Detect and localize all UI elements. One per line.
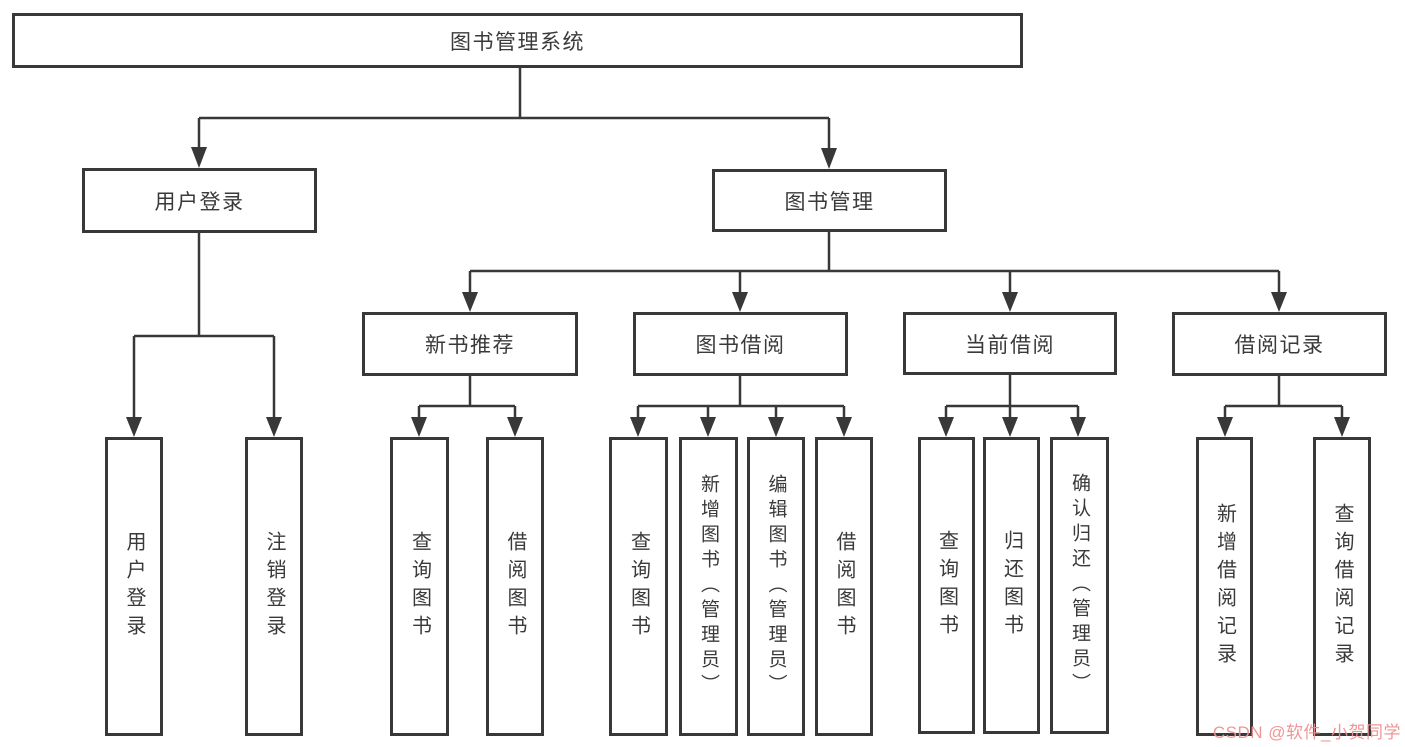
node-book-management-label: 图书管理 — [784, 190, 875, 214]
csdn-watermark: CSDN @软件_小贺同学 — [1212, 723, 1401, 742]
leaf-logout-label: 注销登录 — [263, 530, 285, 643]
leaf-query-books-current: 查询图书 — [918, 437, 975, 734]
node-library-system-label: 图书管理系统 — [450, 30, 585, 54]
leaf-query-books-current-label: 查询图书 — [935, 529, 958, 642]
leaf-add-book-admin: 新增图书（管理员） — [679, 437, 738, 736]
node-current-borrowing-label: 当前借阅 — [965, 333, 1055, 357]
connector-book-borrow-to-leaves — [636, 376, 846, 421]
leaf-user-login-label: 用户登录 — [123, 530, 145, 643]
leaf-add-borrow-record-label: 新增借阅记录 — [1213, 502, 1236, 671]
node-user-login-label: 用户登录 — [154, 190, 245, 214]
connector-root-to-level2 — [197, 68, 831, 152]
connector-book-mgmt-to-level3 — [468, 232, 1281, 296]
leaf-borrow-books-recommend: 借阅图书 — [486, 437, 544, 736]
leaf-query-books-borrowing: 查询图书 — [609, 437, 668, 736]
leaf-return-book-label: 归还图书 — [1000, 529, 1023, 642]
leaf-add-borrow-record: 新增借阅记录 — [1196, 437, 1253, 736]
leaf-query-borrow-record: 查询借阅记录 — [1313, 437, 1371, 736]
node-book-borrowing: 图书借阅 — [633, 312, 848, 376]
leaf-borrow-books-borrowing-label: 借阅图书 — [833, 530, 855, 643]
leaf-query-books-borrowing-label: 查询图书 — [627, 530, 650, 643]
node-current-borrowing: 当前借阅 — [903, 312, 1117, 375]
connector-records-to-leaves — [1223, 376, 1344, 421]
node-new-book-recommend: 新书推荐 — [362, 312, 578, 376]
connector-current-borrow-to-leaves — [944, 375, 1080, 421]
node-library-system: 图书管理系统 — [12, 13, 1023, 68]
leaf-query-books-recommend-label: 查询图书 — [408, 530, 431, 643]
leaf-logout: 注销登录 — [245, 437, 303, 736]
leaf-borrow-books-recommend-label: 借阅图书 — [504, 530, 526, 643]
node-user-login: 用户登录 — [82, 168, 317, 233]
leaf-edit-book-admin-label: 编辑图书（管理员） — [765, 474, 787, 699]
leaf-query-books-recommend: 查询图书 — [390, 437, 449, 736]
node-book-borrowing-label: 图书借阅 — [695, 334, 786, 357]
leaf-user-login: 用户登录 — [105, 437, 163, 736]
leaf-borrow-books-borrowing: 借阅图书 — [815, 437, 873, 736]
leaf-edit-book-admin: 编辑图书（管理员） — [747, 437, 805, 736]
leaf-return-book: 归还图书 — [983, 437, 1040, 734]
connector-new-book-to-leaves — [417, 376, 517, 421]
leaf-confirm-return-admin: 确认归还（管理员） — [1050, 437, 1109, 734]
leaf-query-borrow-record-label: 查询借阅记录 — [1331, 502, 1353, 671]
leaf-confirm-return-admin-label: 确认归还（管理员） — [1069, 473, 1090, 698]
node-borrow-records-label: 借阅记录 — [1234, 334, 1325, 357]
node-borrow-records: 借阅记录 — [1172, 312, 1387, 376]
connector-user-login-to-leaves — [132, 233, 276, 421]
leaf-add-book-admin-label: 新增图书（管理员） — [698, 474, 719, 699]
node-book-management: 图书管理 — [712, 169, 947, 232]
node-new-book-recommend-label: 新书推荐 — [425, 334, 515, 357]
